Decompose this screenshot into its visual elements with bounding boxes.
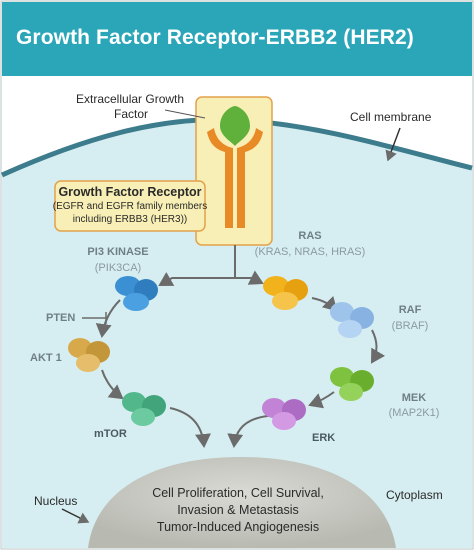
mtor-protein xyxy=(122,392,166,426)
arrow-mek-erk xyxy=(308,391,335,409)
arrow-to-pi3k xyxy=(158,272,235,287)
raf-label: RAF xyxy=(398,304,422,316)
cell-membrane-label: Cell membrane xyxy=(350,110,432,124)
akt-protein xyxy=(68,338,110,372)
outcome-line2: Invasion & Metastasis xyxy=(177,503,299,517)
arrow-to-ras xyxy=(235,270,264,285)
erk-protein xyxy=(262,398,306,430)
receptor-right-arm xyxy=(237,128,263,228)
akt-label: AKT 1 xyxy=(30,352,62,364)
pi3k-protein xyxy=(115,276,158,311)
arrow-erk-nucleus xyxy=(227,415,269,448)
receptor-sub-line1: (EGFR and EGFR family members xyxy=(52,201,208,212)
arrow-raf-mek xyxy=(370,329,386,364)
membrane-pointer xyxy=(385,127,401,162)
raf-protein xyxy=(330,302,374,338)
mek-protein xyxy=(330,367,374,401)
growth-factor-label-line1: Extracellular Growth xyxy=(76,92,185,106)
outcome-line3: Tumor-Induced Angiogenesis xyxy=(156,520,320,534)
receptor-label-box xyxy=(54,180,206,232)
growth-factor-label-line2: Factor xyxy=(114,107,149,121)
mek-sub-label: (MAP2K1) xyxy=(388,407,440,419)
ras-protein xyxy=(263,276,308,310)
receptor-label: Growth Factor Receptor xyxy=(58,185,202,199)
outcome-line1: Cell Proliferation, Cell Survival, xyxy=(152,486,324,500)
ras-label: RAS xyxy=(298,230,322,242)
arrow-akt-mtor xyxy=(101,369,124,400)
pten-label: PTEN xyxy=(46,312,76,324)
pi3k-label: PI3 KINASE xyxy=(87,246,149,258)
mtor-label: mTOR xyxy=(94,428,127,440)
arrow-pi3k-akt xyxy=(95,299,121,338)
title-bar: Growth Factor Receptor-ERBB2 (HER2) xyxy=(2,2,472,76)
receptor-sub-line2: including ERBB3 (HER3)) xyxy=(72,214,188,225)
nucleus-shape xyxy=(88,456,396,548)
nucleus-pointer xyxy=(61,508,90,524)
nucleus-label: Nucleus xyxy=(34,494,78,508)
pi3k-sub-label: (PIK3CA) xyxy=(94,262,142,274)
arrow-mtor-nucleus xyxy=(169,407,211,448)
growth-factor-ligand xyxy=(220,106,250,146)
receptor-left-arm xyxy=(207,128,233,228)
ras-sub-label: (KRAS, NRAS, HRAS) xyxy=(254,246,366,258)
erk-label: ERK xyxy=(312,432,336,444)
raf-sub-label: (BRAF) xyxy=(391,320,429,332)
mek-label: MEK xyxy=(401,392,427,404)
diagram-title: Growth Factor Receptor-ERBB2 (HER2) xyxy=(16,26,414,49)
cytoplasm-label: Cytoplasm xyxy=(386,488,443,502)
growth-factor-pointer xyxy=(164,109,206,119)
